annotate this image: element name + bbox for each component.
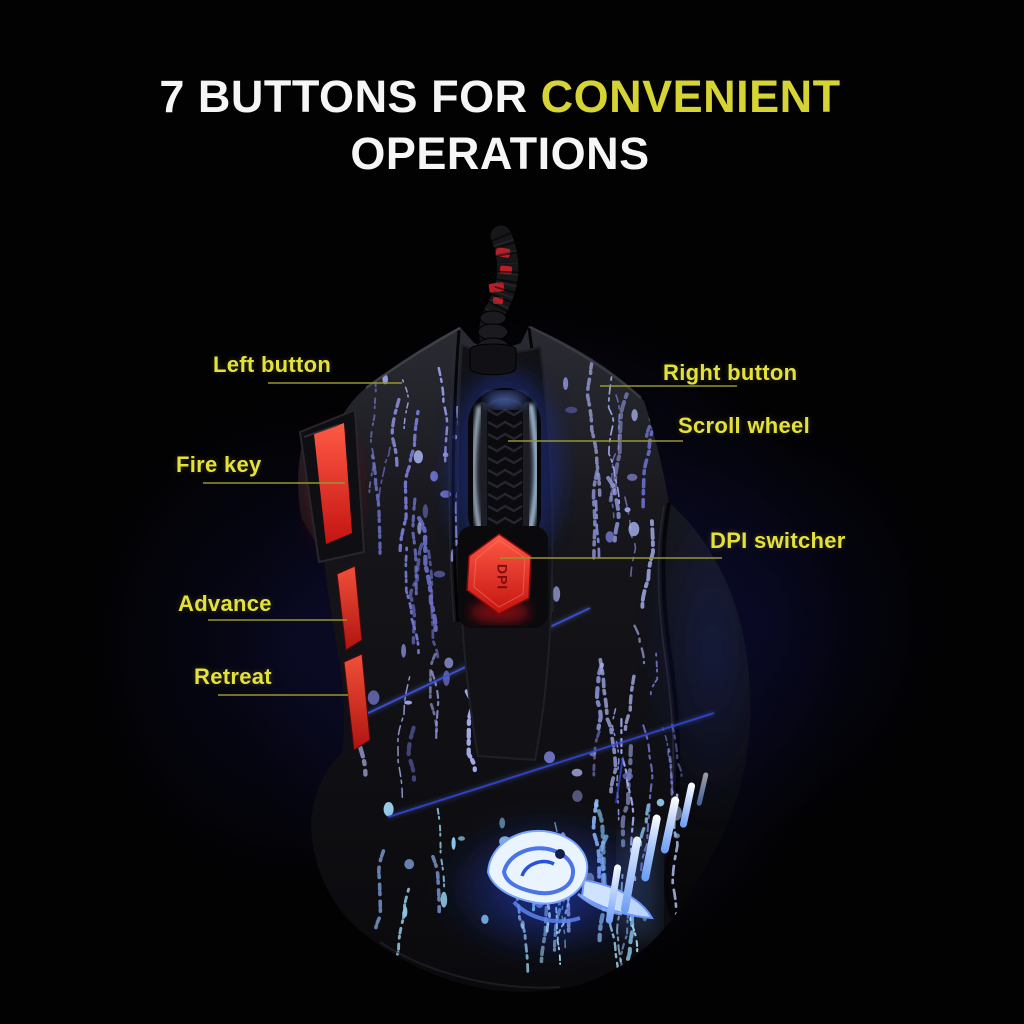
callout-label-right-button: Right button — [663, 360, 798, 385]
callout-lines — [203, 382, 737, 696]
advance-button — [336, 565, 363, 651]
right-edge-backlight — [642, 470, 751, 830]
wheel-tread — [487, 408, 523, 525]
callout-label-advance: Advance — [178, 591, 272, 616]
callout-label-fire-key: Fire key — [176, 452, 262, 477]
center-column: DPI — [447, 343, 563, 762]
eagle-logo — [440, 814, 656, 962]
retreat-button — [343, 653, 371, 751]
wheel-glow-right — [527, 403, 539, 533]
callout-label-left-button: Left button — [213, 352, 332, 377]
strain-relief — [469, 310, 517, 376]
edge-highlights — [303, 325, 642, 989]
wheel-glow-left — [471, 405, 482, 535]
title-line-2: OPERATIONS — [350, 128, 650, 179]
scroll-wheel — [471, 392, 539, 555]
dpi-button: DPI — [466, 533, 532, 623]
wheel-glow-top — [485, 392, 525, 408]
dpi-button-label: DPI — [494, 564, 510, 590]
side-buttons — [298, 408, 371, 751]
callout-label-retreat: Retreat — [194, 664, 272, 689]
mouse-cable — [469, 225, 519, 376]
callout-label-dpi-switcher: DPI switcher — [710, 528, 846, 553]
led-stripes — [605, 772, 709, 940]
callout-label-scroll-wheel: Scroll wheel — [678, 413, 810, 438]
title-line1-prefix: 7 BUTTONS FOR — [159, 71, 528, 122]
title-line1-accent: CONVENIENT — [540, 71, 841, 122]
